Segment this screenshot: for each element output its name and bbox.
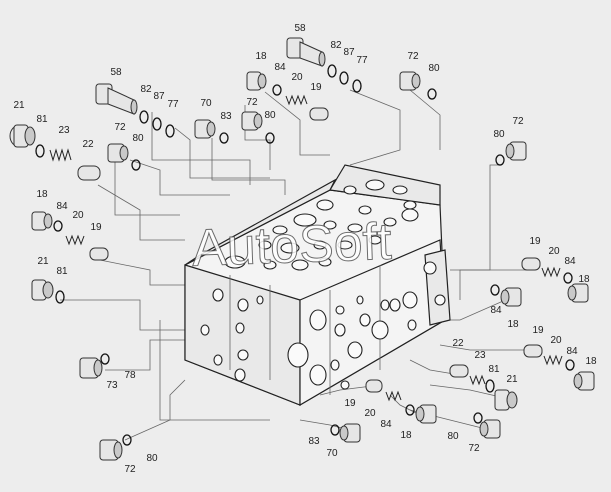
part-number-label: 72 [468,443,480,454]
part-number-label: 22 [452,338,464,349]
plug-part-21-left [31,279,54,301]
plunger-part-19-right-2 [523,344,543,358]
part-number-label: 80 [146,453,158,464]
springs [49,94,563,402]
plug-part-18-left [31,211,53,231]
plug-part-21-top [9,124,36,148]
part-number-label: 84 [490,305,502,316]
plunger-part-19-right-1 [521,257,541,271]
part-number-label: 18 [36,189,48,200]
part-number-label: 72 [246,97,258,108]
part-number-label: 83 [220,111,232,122]
plunger-part-22-right [449,364,469,378]
plug-part-18-right-3 [573,371,595,391]
part-number-label: 80 [264,110,276,121]
part-number-label: 19 [532,325,544,336]
plug-part-73 [79,357,103,379]
part-number-label: 20 [548,246,560,257]
part-number-label: 18 [400,430,412,441]
part-number-label: 23 [58,125,70,136]
plunger-part-22-left [77,165,101,181]
part-number-label: 77 [167,99,179,110]
part-number-label: 21 [13,100,25,111]
plunger-part-19-left [89,247,109,261]
plug-part-18-top [246,71,267,91]
part-number-label: 84 [564,256,576,267]
part-number-label: 87 [153,91,165,102]
part-number-label: 72 [124,464,136,475]
plug-part-18-right-2 [500,287,522,307]
plunger-part-19-bottom [365,379,383,393]
part-number-label: 80 [447,431,459,442]
plug-part-72-e [479,419,501,439]
part-number-label: 81 [56,266,68,277]
part-number-label: 87 [343,47,355,58]
part-number-label: 84 [274,62,286,73]
part-number-label: 72 [407,51,419,62]
part-number-label: 18 [578,274,590,285]
part-number-label: 21 [506,374,518,385]
plug-part-21-right [494,389,518,411]
part-number-label: 22 [82,139,94,150]
part-number-label: 81 [36,114,48,125]
plug-part-72-a [399,71,421,91]
part-number-label: 20 [550,335,562,346]
part-number-label: 23 [474,350,486,361]
plug-part-72-d [505,141,527,161]
part-number-label: 20 [291,72,303,83]
plug-part-18-bottom [415,404,437,424]
part-number-label: 19 [90,222,102,233]
plug-part-18-right-1 [567,283,589,303]
part-number-label: 82 [140,84,152,95]
watermark: AutoSoft [191,213,393,278]
part-number-label: 84 [56,201,68,212]
part-number-label: 18 [507,319,519,330]
part-number-label: 20 [72,210,84,221]
plug-part-70-bottom [339,423,361,443]
part-number-label: 80 [132,133,144,144]
valve-block [184,164,451,407]
o-rings [35,64,575,446]
part-number-label: 81 [488,364,500,375]
part-number-label: 72 [114,122,126,133]
plug-part-58-top [286,37,326,67]
part-number-label: 78 [124,370,136,381]
part-number-label: 18 [255,51,267,62]
part-number-label: 19 [344,398,356,409]
parts [9,37,595,461]
part-number-label: 72 [512,116,524,127]
part-number-label: 21 [37,256,49,267]
plug-part-72-c [107,143,129,163]
part-number-label: 82 [330,40,342,51]
part-number-label: 19 [310,82,322,93]
part-number-label: 20 [364,408,376,419]
part-number-label: 18 [585,356,597,367]
plunger-part-19-top [309,107,329,121]
part-number-label: 58 [294,23,306,34]
part-number-label: 84 [566,346,578,357]
part-number-label: 84 [380,419,392,430]
part-number-label: 73 [106,380,118,391]
part-number-label: 80 [493,129,505,140]
part-number-label: 70 [326,448,338,459]
part-number-label: 83 [308,436,320,447]
part-number-label: 70 [200,98,212,109]
plug-part-58-left [95,83,138,115]
part-number-label: 77 [356,55,368,66]
plug-part-72-b [241,111,263,131]
part-number-label: 58 [110,67,122,78]
part-number-label: 80 [428,63,440,74]
plug-part-70-top [194,119,216,139]
plug-part-72-f [99,439,123,461]
part-number-label: 19 [529,236,541,247]
